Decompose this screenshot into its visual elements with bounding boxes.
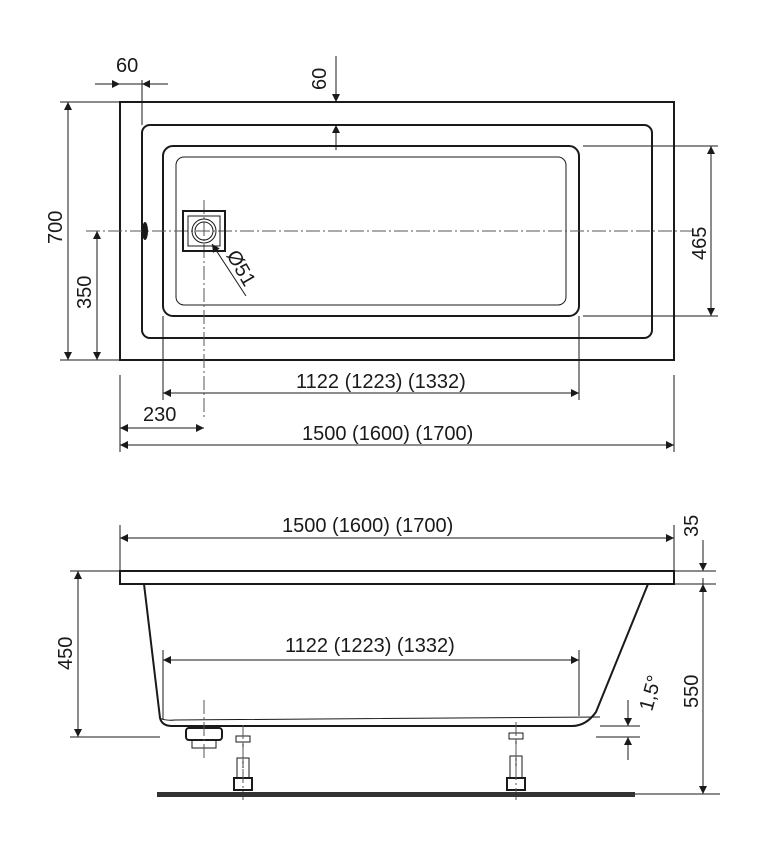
overflow-hole <box>142 222 148 240</box>
side-body <box>143 583 649 727</box>
dim-total-length-label: 1500 (1600) (1700) <box>302 423 473 445</box>
drain-icon <box>182 210 226 252</box>
dim-half-width-label: 350 <box>74 276 96 309</box>
dim-rim-top-label: 60 <box>309 68 331 90</box>
dim-total-width-label: 700 <box>45 211 67 244</box>
side-body-bottom <box>159 716 601 721</box>
dim-inner-width-label: 465 <box>689 227 711 260</box>
floor <box>157 792 635 797</box>
top-view: Ø51 60 60 700 350 465 1122 (1223) (1332) <box>45 55 718 452</box>
side-dim-inner-length-label: 1122 (1223) (1332) <box>285 635 455 657</box>
side-dim-rim-label: 35 <box>681 515 703 537</box>
side-view: 1500 (1600) (1700) 35 450 1122 (1223) (1… <box>55 515 720 800</box>
dim-inner-length-label: 1122 (1223) (1332) <box>296 371 466 393</box>
drain-leader <box>211 243 247 297</box>
side-dim-total-length-label: 1500 (1600) (1700) <box>282 515 453 537</box>
side-rim <box>119 570 675 585</box>
side-dim-slope-label: 1,5° <box>636 673 667 713</box>
side-dim-total-height-label: 550 <box>681 675 703 708</box>
side-dim-height-label: 450 <box>55 637 77 670</box>
dim-rim-width-label: 60 <box>116 55 138 77</box>
dim-drain-offset-label: 230 <box>143 404 176 426</box>
